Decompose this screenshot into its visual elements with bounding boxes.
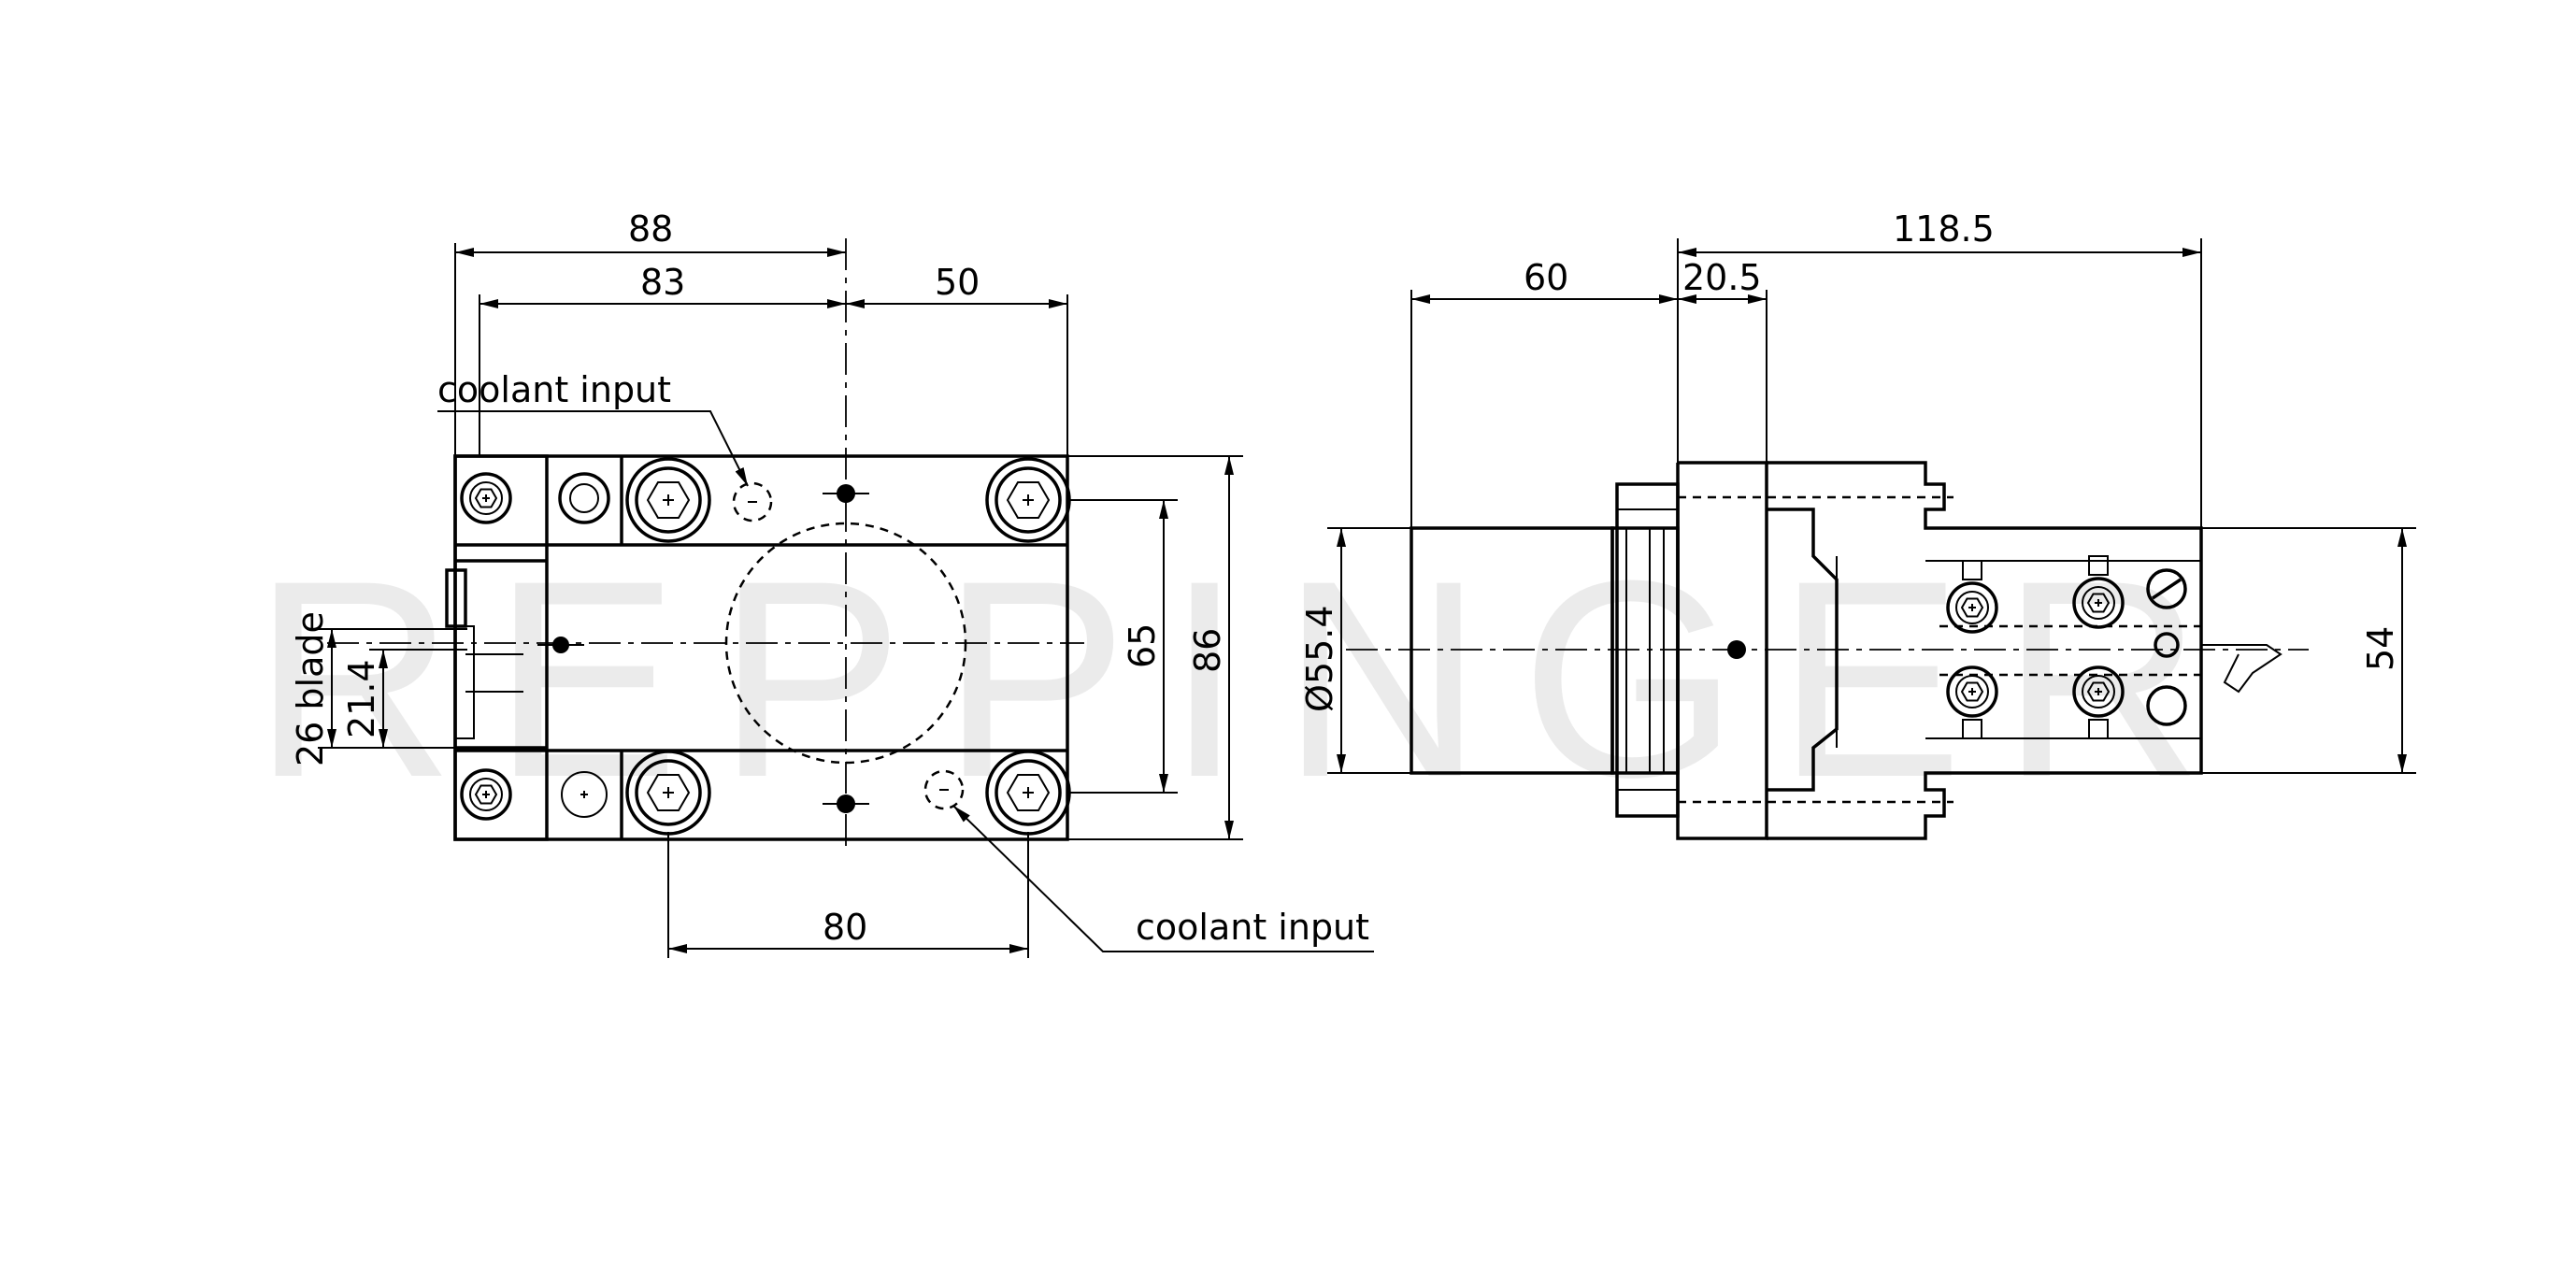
side-view: 60 20.5 118.5 54 Ø55.4	[1299, 208, 2416, 840]
dim-118-5-label: 118.5	[1893, 208, 1995, 250]
dim-80-label: 80	[823, 907, 867, 948]
dim-dia-55-4-label: Ø55.4	[1299, 605, 1340, 712]
coolant-input-bottom-label: coolant input	[1136, 907, 1369, 948]
coolant-input-top-label: coolant input	[437, 369, 671, 410]
dim-60-label: 60	[1524, 257, 1568, 298]
dim-88-label: 88	[628, 208, 673, 250]
dim-21-4-label: 21.4	[341, 659, 382, 738]
dim-65-label: 65	[1122, 623, 1163, 668]
dim-83-label: 83	[640, 262, 685, 303]
dim-86-label: 86	[1187, 628, 1228, 673]
front-view: 88 83 50 80 65 86 21.4 26 blade c	[290, 208, 1374, 958]
dim-20-5-label: 20.5	[1682, 257, 1762, 298]
dim-50-label: 50	[935, 262, 980, 303]
dim-54-label: 54	[2360, 626, 2401, 671]
dim-26-blade-label: 26 blade	[290, 611, 331, 766]
